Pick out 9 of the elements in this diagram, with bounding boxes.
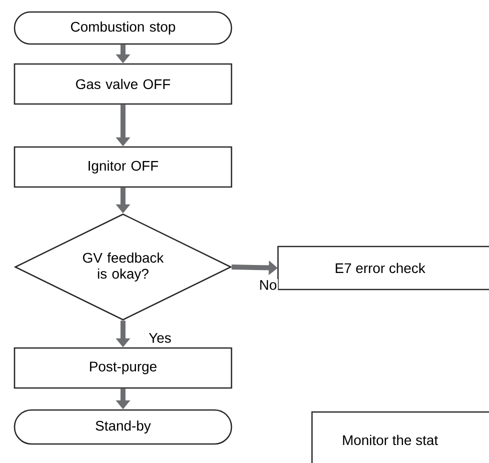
- process-box: Ignitor OFF: [14, 146, 232, 188]
- process-box: Monitor the stat: [311, 411, 489, 463]
- process-box: E7 error check: [277, 246, 489, 290]
- process-box: Post-purge: [14, 347, 232, 389]
- terminal-box: Combustion stop: [14, 11, 232, 45]
- edge-label: Yes: [148, 332, 172, 344]
- process-box: Gas valve OFF: [14, 63, 232, 105]
- edge-label: No: [258, 279, 278, 291]
- terminal-box: Stand-by: [14, 409, 232, 445]
